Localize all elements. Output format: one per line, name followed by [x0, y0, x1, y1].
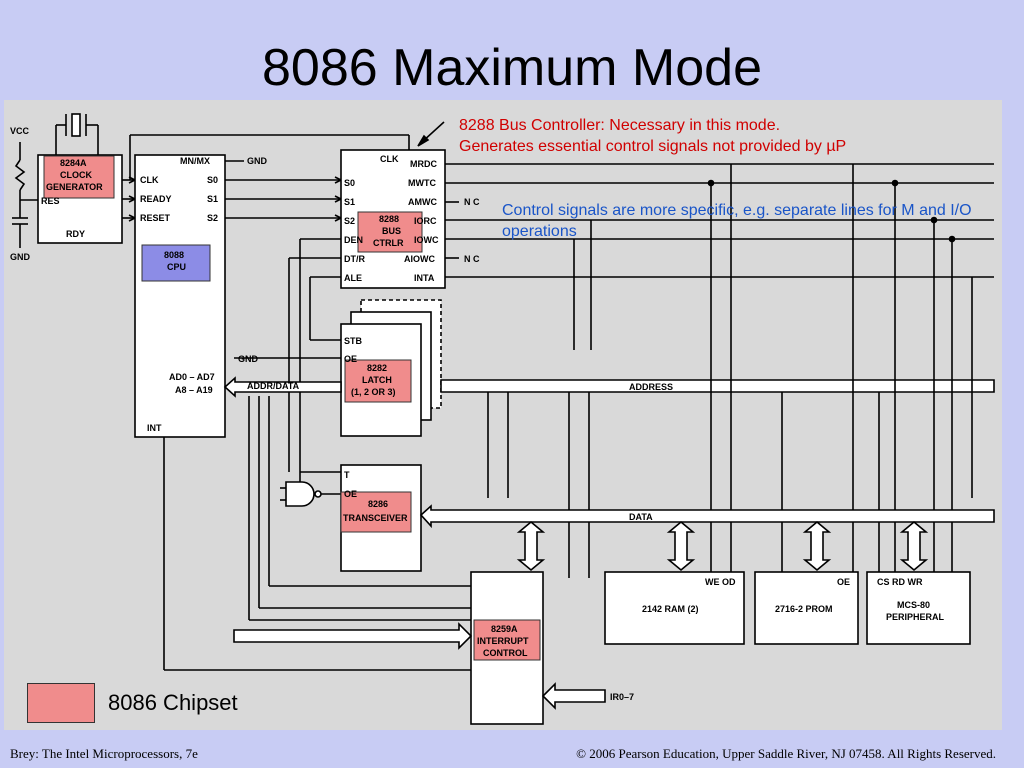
slide-title: 8086 Maximum Mode — [262, 39, 762, 97]
bus-clk: CLK — [380, 154, 399, 164]
latch-label-3: (1, 2 OR 3) — [351, 387, 396, 397]
clock-gen-label-3: GENERATOR — [46, 182, 103, 192]
legend-label: 8086 Chipset — [108, 690, 238, 715]
bus-nc1: N C — [464, 197, 480, 207]
periph-pins: CS RD WR — [877, 577, 923, 587]
vcc-label: VCC — [10, 126, 30, 136]
clock-gen-label-1: 8284A — [60, 158, 87, 168]
pic-label-1: 8259A — [491, 624, 518, 634]
cpu-int: INT — [147, 423, 162, 433]
bus-aiowc: AIOWC — [404, 254, 435, 264]
periph-label-1: MCS-80 — [897, 600, 930, 610]
transceiver-highlight — [340, 491, 412, 533]
bus-s0: S0 — [344, 178, 355, 188]
cpu-ad: AD0 – AD7 — [169, 372, 215, 382]
ram-label: 2142 RAM (2) — [642, 604, 699, 614]
bus-s2: S2 — [344, 216, 355, 226]
bus-ale: ALE — [344, 273, 362, 283]
bus-controller-note: 8288 Bus Controller: Necessary in this m… — [459, 115, 846, 157]
latch-oe: OE — [344, 354, 357, 364]
schematic-diagram: VCC GND 8284A CLOCK GENERATOR RES RDY 80… — [4, 100, 1002, 730]
ram-pins: WE OD — [705, 577, 736, 587]
bus-controller-note-line2: Generates essential control signals not … — [459, 138, 847, 155]
bus-iowc: IOWC — [414, 235, 439, 245]
cpu-label-1: 8088 — [164, 250, 184, 260]
gnd-label: GND — [10, 252, 31, 262]
footer-left: Brey: The Intel Microprocessors, 7e — [10, 746, 198, 761]
cpu-s2: S2 — [207, 213, 218, 223]
bus-den: DEN — [344, 235, 363, 245]
bus-s1: S1 — [344, 197, 355, 207]
clock-gen-res: RES — [41, 196, 60, 206]
clock-gen-label-2: CLOCK — [60, 170, 92, 180]
transceiver-label-2: TRANSCEIVER — [343, 513, 408, 523]
interrupt-control-highlight — [473, 619, 541, 661]
periph-label-2: PERIPHERAL — [886, 612, 945, 622]
latch-label-2: LATCH — [362, 375, 392, 385]
cpu-highlight — [141, 244, 211, 282]
transceiver-label-1: 8286 — [368, 499, 388, 509]
bus-nc2: N C — [464, 254, 480, 264]
prom-pins: OE — [837, 577, 850, 587]
bus-label-3: CTRLR — [373, 238, 404, 248]
transceiver-oe: OE — [344, 489, 357, 499]
control-signals-note: Control signals are more specific, e.g. … — [502, 202, 972, 240]
schematic-svg: VCC GND 8284A CLOCK GENERATOR RES RDY 80… — [10, 113, 995, 725]
cpu-mnmx: MN/MX — [180, 156, 210, 166]
bus-mrdc: MRDC — [410, 159, 437, 169]
addr-data-label: ADDR/DATA — [247, 381, 300, 391]
bus-iorc: IORC — [414, 216, 437, 226]
transceiver-t: T — [344, 470, 350, 480]
bus-controller-highlight — [357, 211, 423, 253]
address-label: ADDRESS — [629, 382, 673, 392]
pic-label-3: CONTROL — [483, 648, 528, 658]
bus-controller-note-line1: 8288 Bus Controller: Necessary in this m… — [459, 117, 781, 134]
bus-mwtc: MWTC — [408, 178, 436, 188]
footer-right: © 2006 Pearson Education, Upper Saddle R… — [576, 746, 996, 761]
cpu-s1: S1 — [207, 194, 218, 204]
prom-label: 2716-2 PROM — [775, 604, 833, 614]
clock-generator-highlight — [43, 155, 115, 199]
pic-irq: IR0–7 — [610, 692, 634, 702]
bus-amwc: AMWC — [408, 197, 437, 207]
cpu-label-2: CPU — [167, 262, 186, 272]
latch-label-1: 8282 — [367, 363, 387, 373]
cpu-s0: S0 — [207, 175, 218, 185]
latch-highlight — [344, 359, 412, 403]
bus-label-1: 8288 — [379, 214, 399, 224]
cpu-reset: RESET — [140, 213, 171, 223]
cpu-gnd2: GND — [238, 354, 259, 364]
pic-label-2: INTERRUPT — [477, 636, 529, 646]
cpu-gnd: GND — [247, 156, 268, 166]
latch-stb: STB — [344, 336, 363, 346]
cpu-a: A8 – A19 — [175, 385, 213, 395]
bus-label-2: BUS — [382, 226, 401, 236]
data-label: DATA — [629, 512, 653, 522]
cpu-ready: READY — [140, 194, 172, 204]
legend-swatch — [27, 683, 95, 723]
cpu-clk: CLK — [140, 175, 159, 185]
bus-inta: INTA — [414, 273, 435, 283]
bus-dtr: DT/R — [344, 254, 365, 264]
clock-gen-rdy: RDY — [66, 229, 85, 239]
